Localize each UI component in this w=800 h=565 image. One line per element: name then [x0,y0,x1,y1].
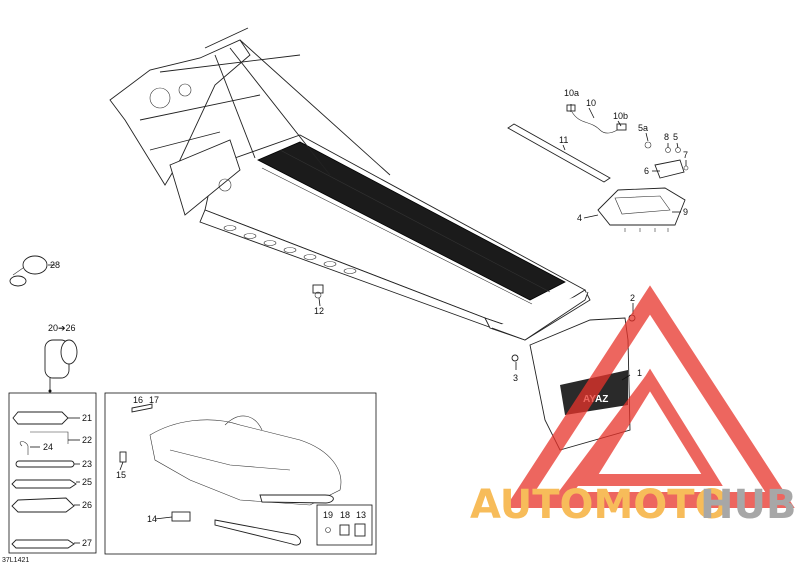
callout-26: 26 [82,500,92,510]
callout-16: 16 [133,395,143,405]
callout-10: 10 [586,98,596,108]
tool-kit-bag [44,339,78,393]
callout-28: 28 [50,260,60,270]
callout-17: 17 [149,395,159,405]
callout-23: 23 [82,459,92,469]
callout-15: 15 [116,470,126,480]
callout-2: 2 [630,293,635,303]
callout-5: 5 [673,132,678,142]
decal-sled-box [104,392,377,555]
watermark-triangle-logo [505,285,795,508]
callout-3: 3 [513,373,518,383]
chassis-frame-drawing [109,27,591,341]
callout-10a: 10a [564,88,579,98]
drawing-code: 37L1421 [2,557,29,564]
callout-20-26: 20➔26 [48,323,76,333]
callout-19: 19 [323,510,333,520]
callout-7: 7 [683,150,688,160]
watermark-text-automoto: AUTOMOTO [470,482,729,528]
callout-labels: 1 2 3 4 5 5a 6 7 8 9 10 10a 10b 11 12 13… [2,88,688,564]
callout-8: 8 [664,132,669,142]
rail-strip-11 [507,123,611,183]
part-12-bracket [312,284,324,299]
callout-24: 24 [43,442,53,452]
callout-leader-lines [48,104,687,520]
callout-14: 14 [147,514,157,524]
callout-9: 9 [683,207,688,217]
callout-4: 4 [577,213,582,223]
flap-logo-text: AYAZ [583,394,608,405]
heat-exchanger [257,141,566,301]
taillight-assembly [597,141,689,232]
tunnel-holes [223,225,357,274]
callout-18: 18 [340,510,350,520]
callout-13: 13 [356,510,366,520]
watermark: AUTOMOTO HUB [470,285,796,528]
part-28-cap [9,255,48,287]
callout-1: 1 [637,368,642,378]
watermark-text-hub: HUB [700,482,796,528]
callout-22: 22 [82,435,92,445]
tool-list-box [8,392,97,554]
callout-25: 25 [82,477,92,487]
callout-10b: 10b [613,111,628,121]
callout-11: 11 [559,135,568,145]
callout-27: 27 [82,538,92,548]
callout-5a: 5a [638,123,648,133]
callout-12: 12 [314,306,324,316]
callout-6: 6 [644,166,649,176]
callout-21: 21 [82,413,92,423]
